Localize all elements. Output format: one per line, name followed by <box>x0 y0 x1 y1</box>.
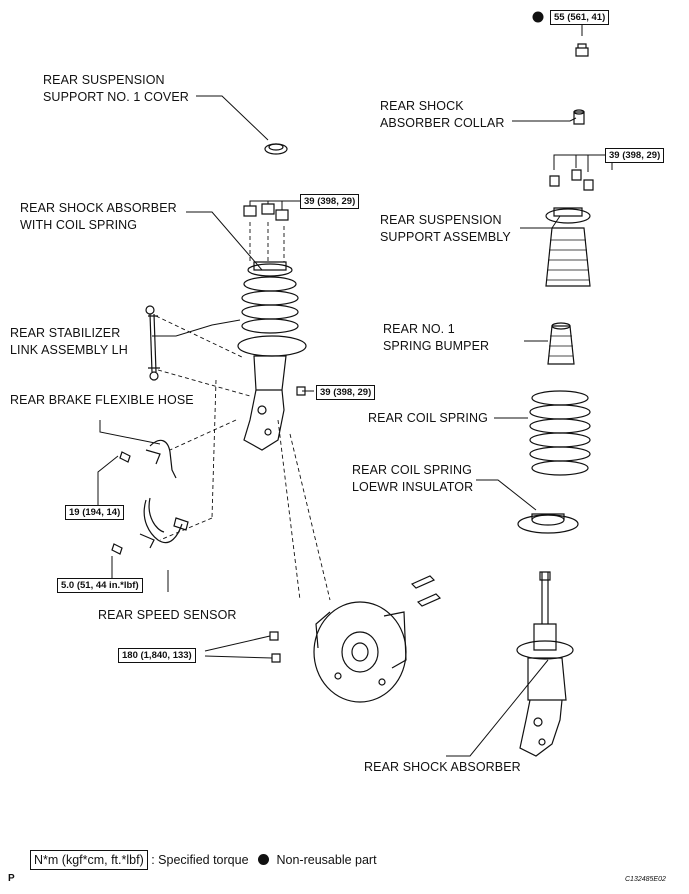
support-assembly-part <box>545 169 594 287</box>
speed-sensor-part <box>111 497 189 555</box>
torque-hose-bolt: 19 (194, 14) <box>65 505 125 520</box>
label-speed-sensor: REAR SPEED SENSOR <box>98 608 237 622</box>
label-brake-hose: REAR BRAKE FLEXIBLE HOSE <box>10 393 194 407</box>
coil-spring-part <box>529 390 591 476</box>
legend: N*m (kgf*cm, ft.*lbf) : Specified torque… <box>30 850 377 870</box>
torque-support-nuts-right: 39 (398, 29) <box>605 148 665 163</box>
support-cover-part <box>264 143 288 155</box>
nonreusable-marker-icon <box>532 11 544 23</box>
shock-absorber-part <box>516 571 574 757</box>
alignment-dashes <box>155 222 331 601</box>
lower-insulator-part <box>517 513 579 534</box>
assembled-shock-spring-part <box>237 203 307 451</box>
brake-hose-part <box>119 439 177 479</box>
knuckle-plate-part <box>269 575 442 703</box>
torque-sensor-bolt: 5.0 (51, 44 in.*lbf) <box>57 578 143 593</box>
legend-nonreusable-text: Non-reusable part <box>276 853 377 867</box>
torque-top-nut: 55 (561, 41) <box>550 10 610 25</box>
label-shock-absorber: REAR SHOCK ABSORBER <box>364 760 521 774</box>
torque-support-nuts-left: 39 (398, 29) <box>300 194 360 209</box>
nonreusable-dot-icon <box>258 854 270 865</box>
legend-torque-text: : Specified torque <box>151 853 249 867</box>
page-mark: P <box>8 873 15 884</box>
spring-bumper-part <box>547 322 575 365</box>
stabilizer-link-part <box>145 305 160 381</box>
link-nut-part <box>296 386 306 396</box>
top-nut-part <box>532 11 589 57</box>
shock-collar-part <box>573 109 585 125</box>
figure-code: C132485E02 <box>625 876 666 883</box>
label-coil-spring: REAR COIL SPRING <box>368 411 488 425</box>
torque-link-nut: 39 (398, 29) <box>316 385 376 400</box>
torque-knuckle-nuts: 180 (1,840, 133) <box>118 648 196 663</box>
legend-torque-box: N*m (kgf*cm, ft.*lbf) <box>30 850 148 870</box>
leader-lines <box>97 16 613 757</box>
